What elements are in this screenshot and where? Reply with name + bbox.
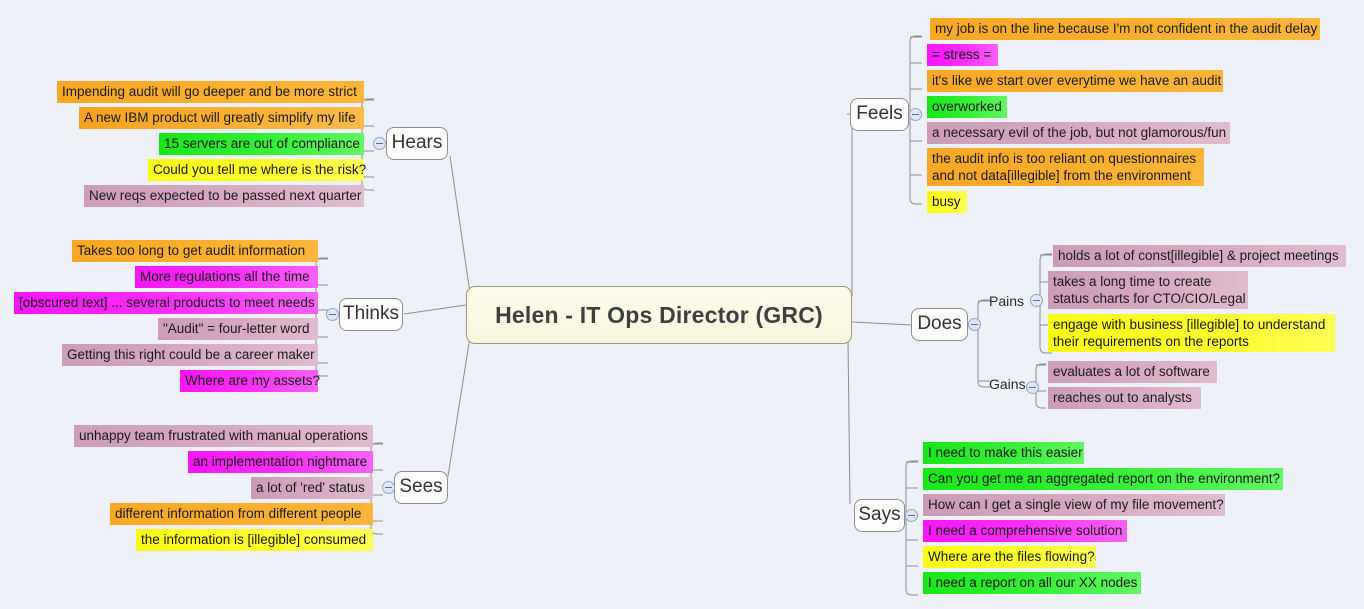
subgroup-label-pains: Pains bbox=[989, 293, 1025, 309]
spine-does bbox=[977, 299, 990, 388]
leaf-feels-1[interactable]: my job is on the line because I'm not co… bbox=[930, 18, 1320, 40]
branch-label-thinks: Thinks bbox=[343, 302, 399, 324]
leaf-gains-2[interactable]: reaches out to analysts bbox=[1048, 387, 1201, 409]
branch-node-feels[interactable]: Feels bbox=[850, 98, 909, 131]
leaf-says-5[interactable]: Where are the files flowing? bbox=[923, 546, 1096, 568]
toggle-does[interactable] bbox=[968, 318, 981, 331]
branch-node-says[interactable]: Says bbox=[854, 499, 905, 532]
branch-node-thinks[interactable]: Thinks bbox=[339, 298, 403, 331]
leaf-hears-3[interactable]: 15 servers are out of compliance bbox=[159, 133, 364, 155]
leaf-says-4[interactable]: I need a comprehensive solution bbox=[923, 520, 1127, 542]
toggle-sees[interactable] bbox=[382, 481, 395, 494]
branch-node-sees[interactable]: Sees bbox=[394, 471, 448, 504]
branch-label-feels: Feels bbox=[856, 102, 903, 124]
leaf-says-6[interactable]: I need a report on all our XX nodes bbox=[923, 572, 1141, 594]
branch-label-says: Says bbox=[858, 503, 901, 525]
leaf-feels-7[interactable]: busy bbox=[927, 191, 967, 213]
leaf-thinks-4[interactable]: "Audit" = four-letter word bbox=[158, 318, 318, 340]
leaf-hears-1[interactable]: Impending audit will go deeper and be mo… bbox=[57, 81, 364, 103]
subgroup-label-gains: Gains bbox=[989, 376, 1026, 392]
link-central-does bbox=[851, 321, 913, 326]
leaf-hears-5[interactable]: New reqs expected to be passed next quar… bbox=[84, 185, 364, 207]
leaf-thinks-3[interactable]: [obscured text] ... several products to … bbox=[14, 292, 318, 314]
leaf-feels-3[interactable]: it's like we start over everytime we hav… bbox=[927, 70, 1223, 92]
leaf-says-1[interactable]: I need to make this easier bbox=[923, 442, 1084, 464]
leaf-thinks-2[interactable]: More regulations all the time bbox=[135, 266, 318, 288]
leaf-feels-5[interactable]: a necessary evil of the job, but not gla… bbox=[927, 122, 1230, 144]
toggle-hears[interactable] bbox=[373, 137, 386, 150]
link-central-sees bbox=[447, 336, 471, 477]
leaf-pains-2[interactable]: takes a long time to create status chart… bbox=[1048, 271, 1248, 309]
leaf-pains-3[interactable]: engage with business [illegible] to unde… bbox=[1048, 314, 1335, 352]
branch-label-hears: Hears bbox=[391, 131, 443, 153]
leaf-thinks-6[interactable]: Where are my assets? bbox=[180, 370, 320, 392]
central-node[interactable]: Helen - IT Ops Director (GRC) bbox=[466, 286, 852, 344]
leaf-feels-6[interactable]: the audit info is too reliant on questio… bbox=[927, 148, 1204, 186]
leaf-hears-2[interactable]: A new IBM product will greatly simplify … bbox=[79, 107, 364, 129]
leaf-says-2[interactable]: Can you get me an aggregated report on t… bbox=[923, 468, 1283, 490]
branch-label-does: Does bbox=[917, 312, 962, 334]
leaf-sees-1[interactable]: unhappy team frustrated with manual oper… bbox=[74, 425, 373, 447]
leaf-feels-4[interactable]: overworked bbox=[927, 96, 1007, 118]
leaf-sees-3[interactable]: a lot of 'red' status bbox=[251, 477, 373, 499]
link-central-hears bbox=[449, 155, 471, 294]
toggle-gains[interactable] bbox=[1026, 381, 1039, 394]
leaf-gains-1[interactable]: evaluates a lot of software bbox=[1048, 361, 1217, 383]
leaf-pains-1[interactable]: holds a lot of const[illegible] & projec… bbox=[1053, 245, 1346, 267]
leaf-thinks-5[interactable]: Getting this right could be a career mak… bbox=[62, 344, 318, 366]
leaf-hears-4[interactable]: Could you tell me where is the risk? bbox=[148, 159, 366, 181]
leaf-sees-4[interactable]: different information from different peo… bbox=[110, 503, 373, 525]
toggle-feels[interactable] bbox=[909, 108, 922, 121]
leaf-thinks-1[interactable]: Takes too long to get audit information bbox=[72, 240, 318, 262]
toggle-says[interactable] bbox=[905, 509, 918, 522]
toggle-thinks[interactable] bbox=[326, 308, 339, 321]
leaf-feels-2[interactable]: = stress = bbox=[927, 44, 998, 66]
branch-node-hears[interactable]: Hears bbox=[386, 127, 448, 160]
leaf-sees-2[interactable]: an implementation nightmare bbox=[188, 451, 373, 473]
leaf-says-3[interactable]: How can I get a single view of my file m… bbox=[923, 494, 1225, 516]
spine-says bbox=[905, 460, 918, 596]
link-central-thinks bbox=[403, 304, 467, 315]
toggle-pains[interactable] bbox=[1030, 294, 1043, 307]
branch-label-sees: Sees bbox=[399, 475, 443, 497]
leaf-sees-5[interactable]: the information is [illegible] consumed bbox=[136, 529, 373, 551]
branch-node-does[interactable]: Does bbox=[911, 308, 968, 341]
link-central-says bbox=[847, 339, 851, 505]
